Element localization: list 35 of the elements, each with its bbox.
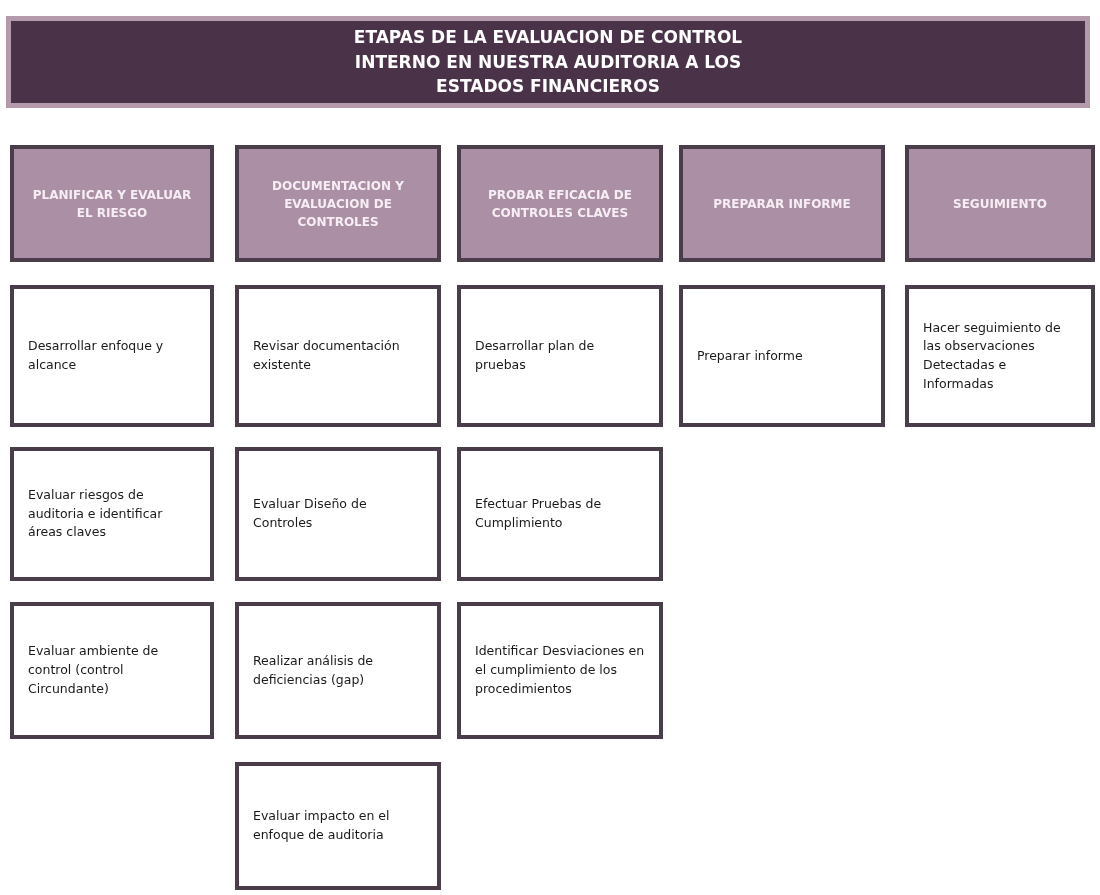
task-box (905, 285, 1095, 427)
phase-header-box (679, 145, 885, 262)
task-text: Preparar informe (697, 346, 803, 365)
task-box (235, 285, 441, 427)
phase-title: DOCUMENTACION Y EVALUACION DE CONTROLES (271, 177, 405, 231)
phase-header-box (457, 145, 663, 262)
phase-header-box (235, 145, 441, 262)
task-box (235, 447, 441, 581)
phase-title: SEGUIMIENTO (953, 195, 1047, 213)
phase-title: PROBAR EFICACIA DE CONTROLES CLAVES (487, 186, 633, 222)
task-box (679, 285, 885, 427)
task-text: Hacer seguimiento de las observaciones Detectadas e Informadas (923, 318, 1062, 393)
phase-title: PREPARAR INFORME (713, 195, 851, 213)
task-box (10, 285, 214, 427)
phase-header-box (905, 145, 1095, 262)
task-text: Evaluar ambiente de control (control Circundante) (28, 642, 160, 698)
task-box (235, 602, 441, 739)
task-text: Evaluar impacto en el enfoque de auditoria (253, 807, 391, 844)
task-text: Revisar documentación existente (253, 337, 401, 374)
phase-header-box (10, 145, 214, 262)
task-text: Desarrollar plan de pruebas (475, 337, 596, 374)
task-box (457, 285, 663, 427)
task-box (457, 602, 663, 739)
task-text: Efectuar Pruebas de Cumplimiento (475, 495, 603, 532)
task-box (10, 602, 214, 739)
task-box (457, 447, 663, 581)
task-text: Evaluar Diseño de Controles (253, 495, 368, 532)
task-box (235, 762, 441, 890)
task-text: Realizar análisis de deficiencias (gap) (253, 651, 375, 689)
task-text: Evaluar riesgos de auditoria e identificar áreas claves (28, 485, 164, 542)
task-box (10, 447, 214, 581)
task-text: Desarrollar enfoque y alcance (28, 337, 165, 374)
task-text: Identificar Desviaciones en el cumplimiento de los procedimientos (475, 642, 645, 698)
title-banner: ETAPAS DE LA EVALUACION DE CONTROL INTERNO EN NUESTRA AUDITORIA A LOS ESTADOS FINANCIEROS (6, 16, 1090, 108)
phase-title: PLANIFICAR Y EVALUAR EL RIESGO (31, 186, 193, 222)
